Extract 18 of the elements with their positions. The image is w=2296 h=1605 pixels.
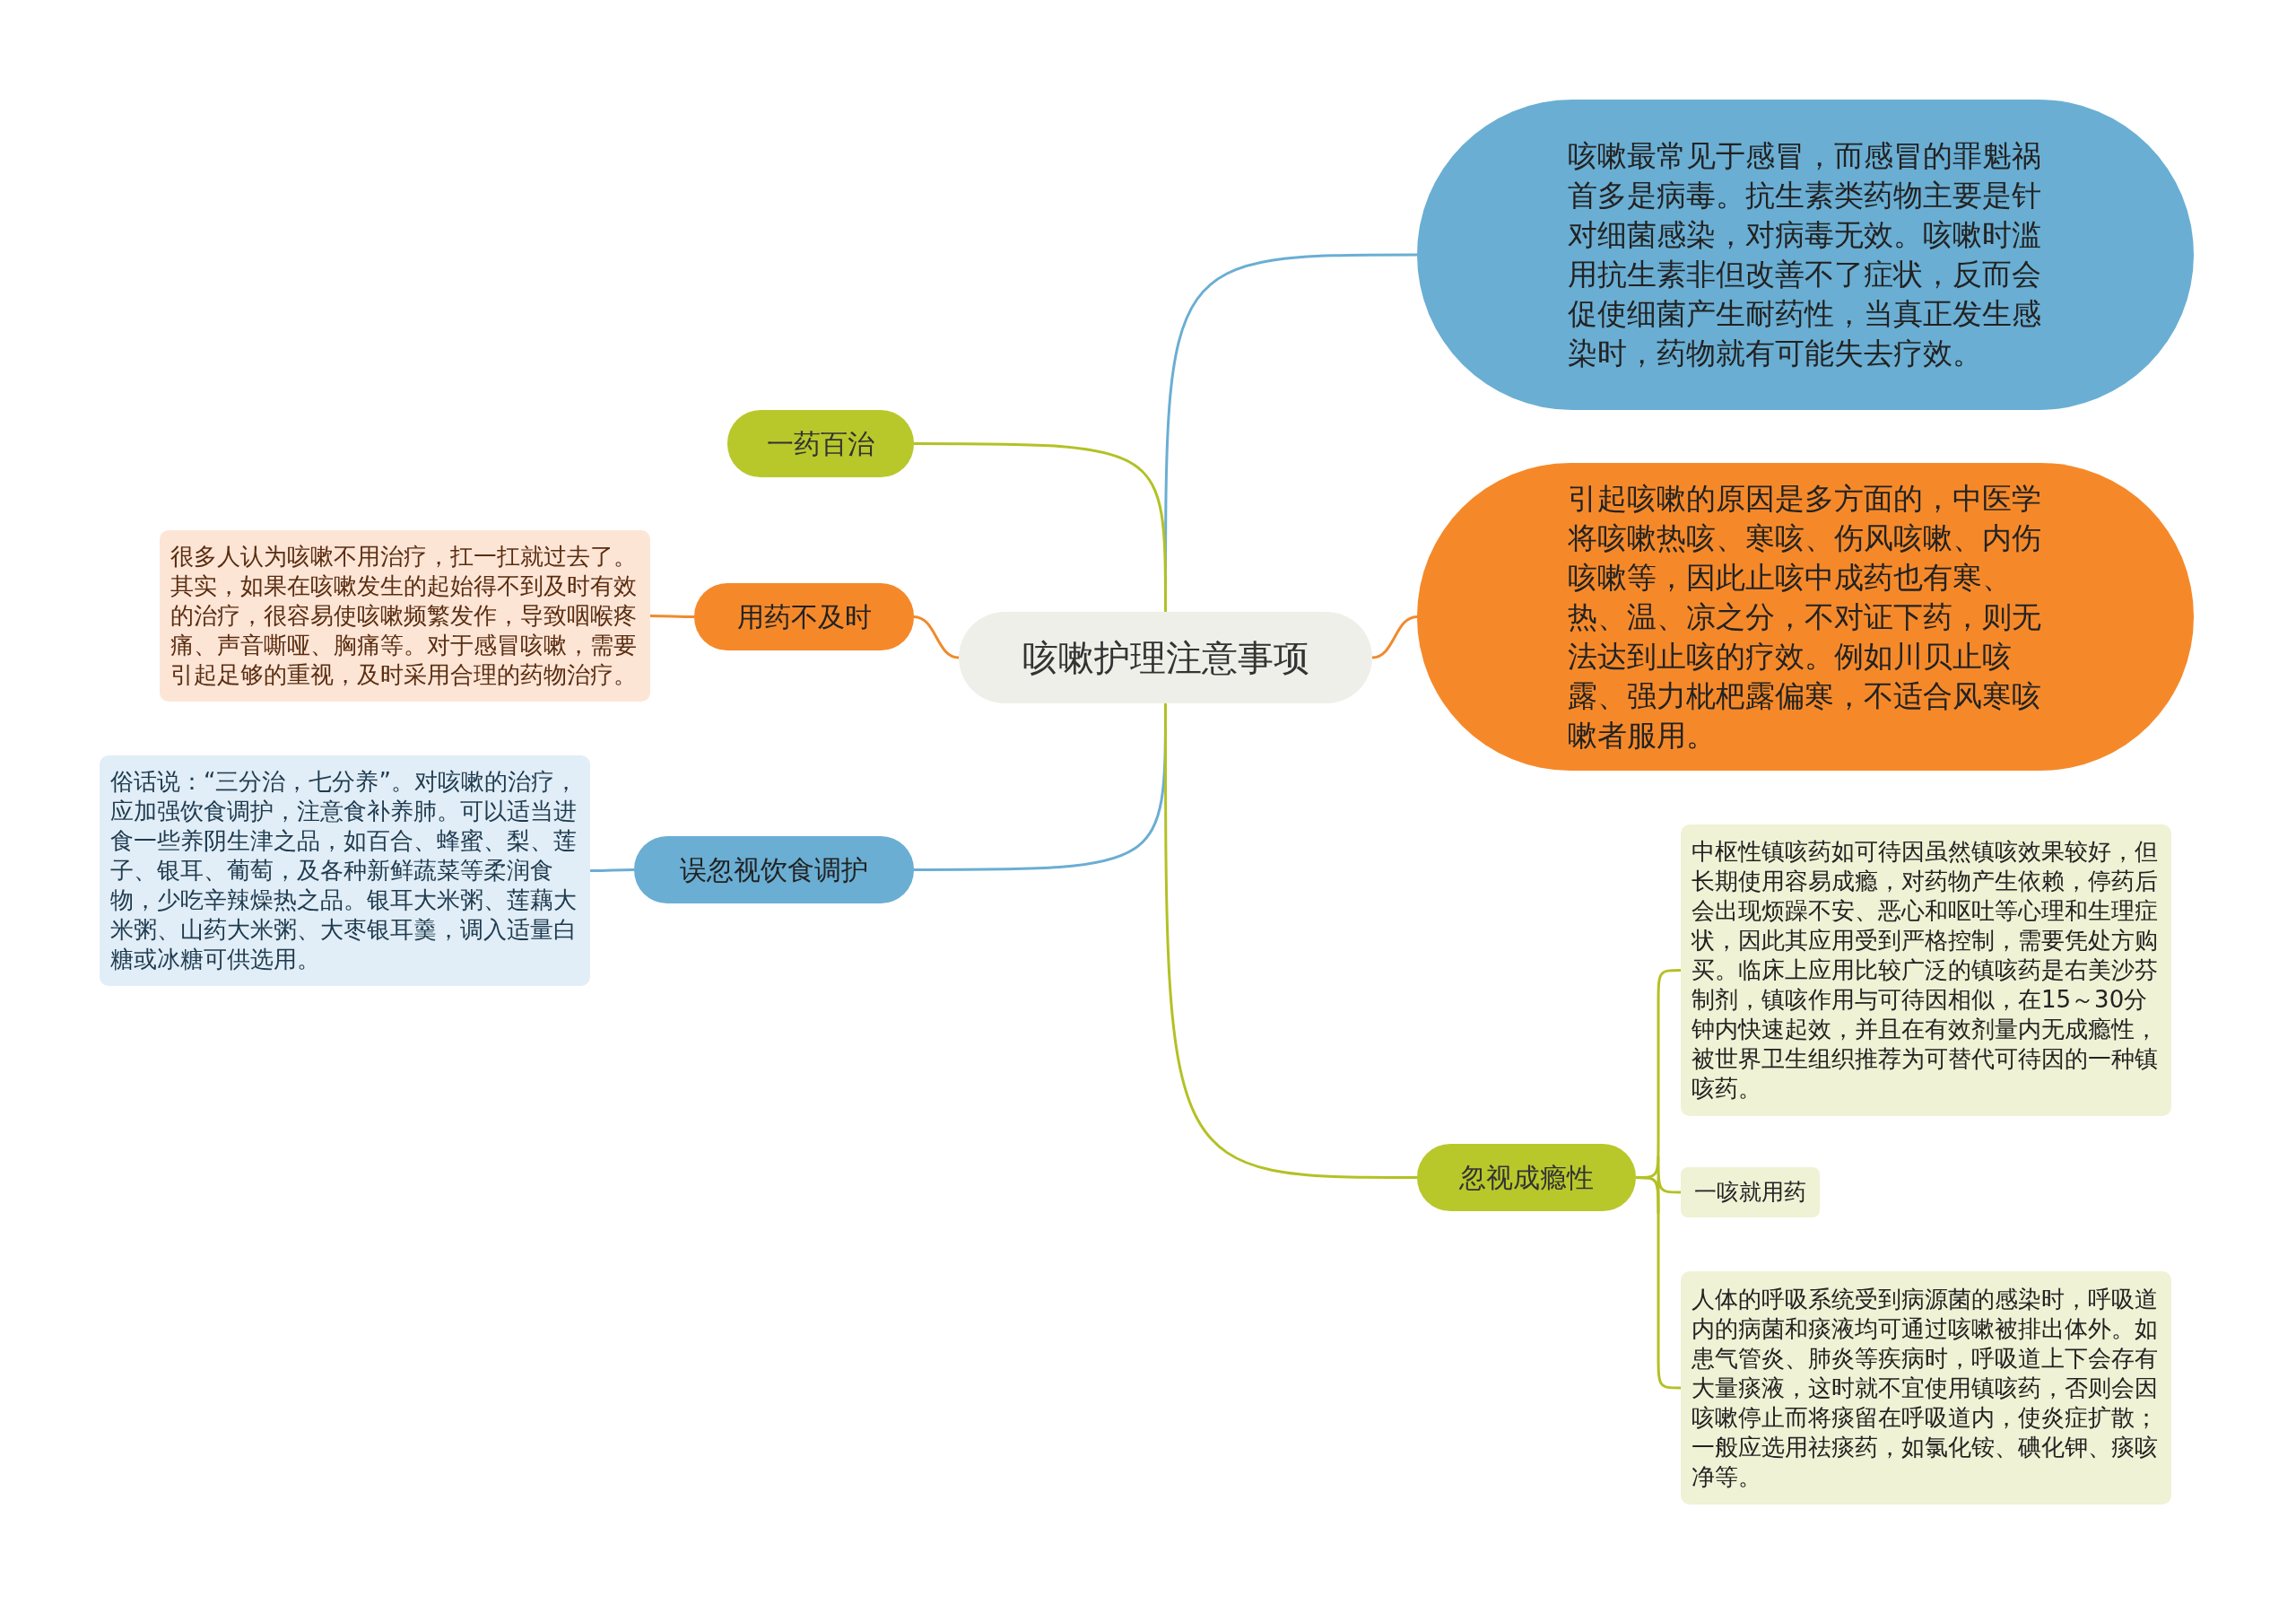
branch-topic: 一药百治: [727, 410, 914, 477]
connector: [913, 615, 960, 659]
note-card: 一咳就用药: [1681, 1167, 1820, 1217]
branch-topic: 用药不及时: [694, 583, 914, 650]
connector: [590, 868, 634, 872]
note-card: 人体的呼吸系统受到病源菌的感染时，呼吸道内的病菌和痰液均可通过咳嗽被排出体外。如患气管炎、肺炎等疾病时，呼吸道上下会存有大量痰液，这时就不宜使用镇咳药，否则会因咳嗽停止而将痰留在呼吸道内，使炎症扩散；一般应选用祛痰药，如氯化铵、碘化钾、痰咳净等。: [1681, 1271, 2171, 1505]
note-card: 很多人认为咳嗽不用治疗，扛一扛就过去了。其实，如果在咳嗽发生的起始得不到及时有效的治疗，很容易使咳嗽频繁发作，导致咽喉疼痛、声音嘶哑、胸痛等。对于感冒咳嗽，需要引起足够的重视，及时采用合理的药物治疗。: [160, 530, 650, 702]
connector: [650, 615, 694, 618]
note-card: 俗话说：“三分治，七分养”。对咳嗽的治疗，应加强饮食调护，注意食补养肺。可以适当进食一些养阴生津之品，如百合、蜂蜜、梨、莲子、银耳、葡萄，及各种新鲜蔬菜等柔润食物，少吃辛辣燥热之品。银耳大米粥、莲藕大米粥、山药大米粥、大枣银耳羹，调入适量白糖或冰糖可供选用。: [100, 755, 590, 986]
branch-topic: 忽视成瘾性: [1417, 1144, 1636, 1211]
branch-topic: 误忽视饮食调护: [634, 836, 914, 903]
connector: [1371, 615, 1418, 659]
connector: [1164, 703, 1417, 1179]
note-card: 中枢性镇咳药如可待因虽然镇咳效果较好，但长期使用容易成瘾，对药物产生依赖，停药后会出现烦躁不安、恶心和呕吐等心理和生理症状，因此其应用受到严格控制，需要凭处方购买。临床上应用比较广泛的镇咳药是右美沙芬制剂，镇咳作用与可待因相似，在15～30分钟内快速起效，并且在有效剂量内无成瘾性，被世界卫生组织推荐为可替代可待因的一种镇咳药。: [1681, 824, 2171, 1116]
topic-bubble: 引起咳嗽的原因是多方面的，中医学将咳嗽热咳、寒咳、伤风咳嗽、内伤咳嗽等，因此止咳中成药也有寒、热、温、凉之分，不对证下药，则无法达到止咳的疗效。例如川贝止咳露、强力枇杷露偏寒，不适合风寒咳嗽者服用。: [1417, 463, 2194, 771]
central-topic: 咳嗽护理注意事项: [959, 612, 1372, 703]
topic-bubble: 咳嗽最常见于感冒，而感冒的罪魁祸首多是病毒。抗生素类药物主要是针对细菌感染，对病毒无效。咳嗽时滥用抗生素非但改善不了症状，反而会促使细菌产生耐药性，当真正发生感染时，药物就有可能失去疗效。: [1417, 100, 2194, 410]
connector: [914, 442, 1167, 612]
